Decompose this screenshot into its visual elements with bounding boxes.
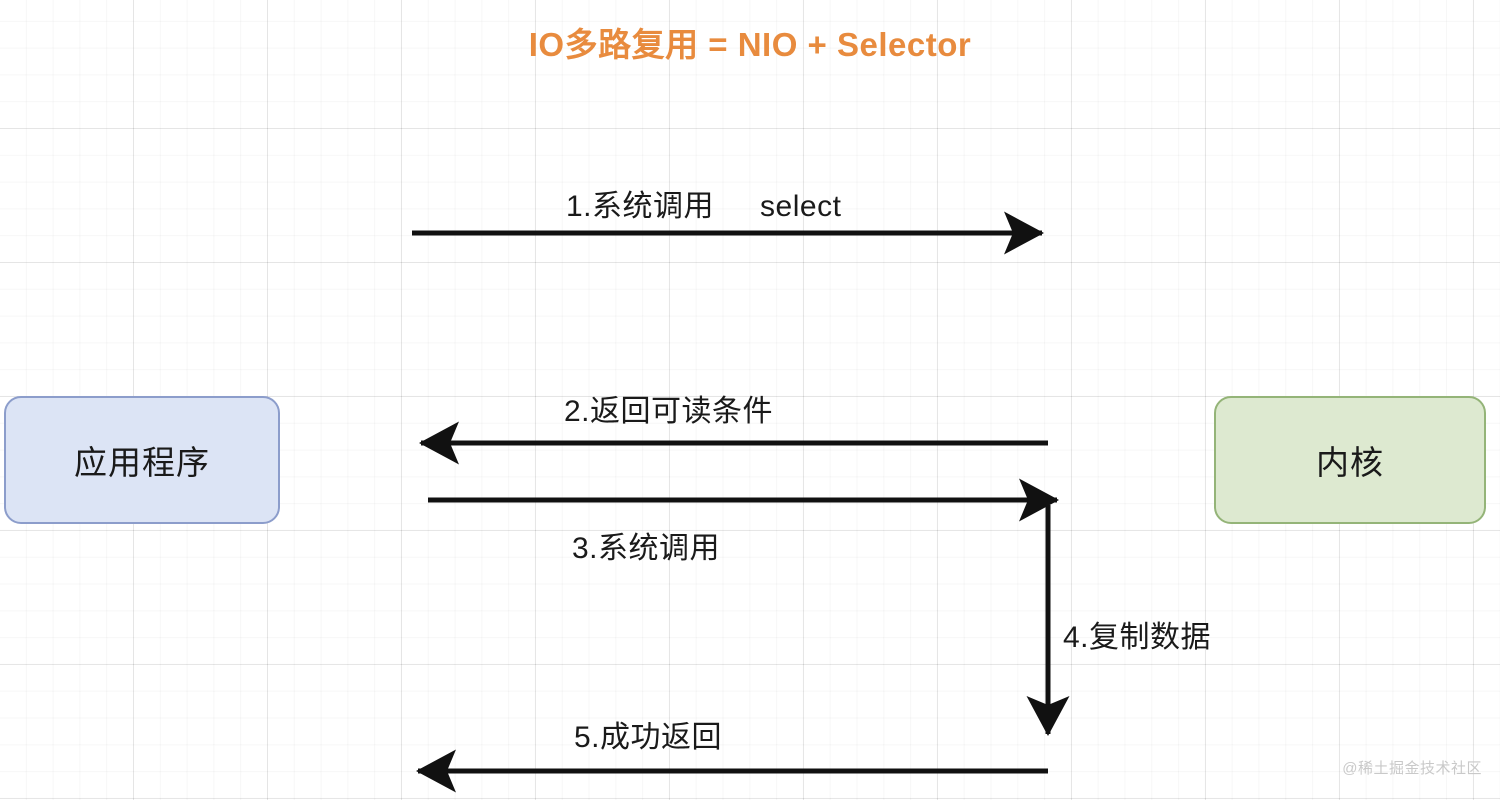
edge-label-step-3: 3.系统调用 (572, 532, 721, 565)
edge-label-step-4: 4.复制数据 (1063, 621, 1212, 654)
edge-label-step-5: 5.成功返回 (574, 721, 723, 754)
edge-label-step-2: 2.返回可读条件 (564, 395, 774, 428)
watermark: @稀土掘金技术社区 (1342, 760, 1482, 777)
node-application-label: 应用程序 (74, 444, 210, 481)
edge-label-step-1: 1.系统调用 select (566, 181, 841, 225)
node-kernel: 内核 (1214, 396, 1486, 524)
node-kernel-label: 内核 (1316, 444, 1384, 481)
edge-label-step-1-extra: select (760, 190, 842, 223)
page-title: IO多路复用 = NIO + Selector (528, 26, 972, 63)
edge-label-step-1-text: 1.系统调用 (566, 190, 715, 223)
node-application: 应用程序 (4, 396, 280, 524)
